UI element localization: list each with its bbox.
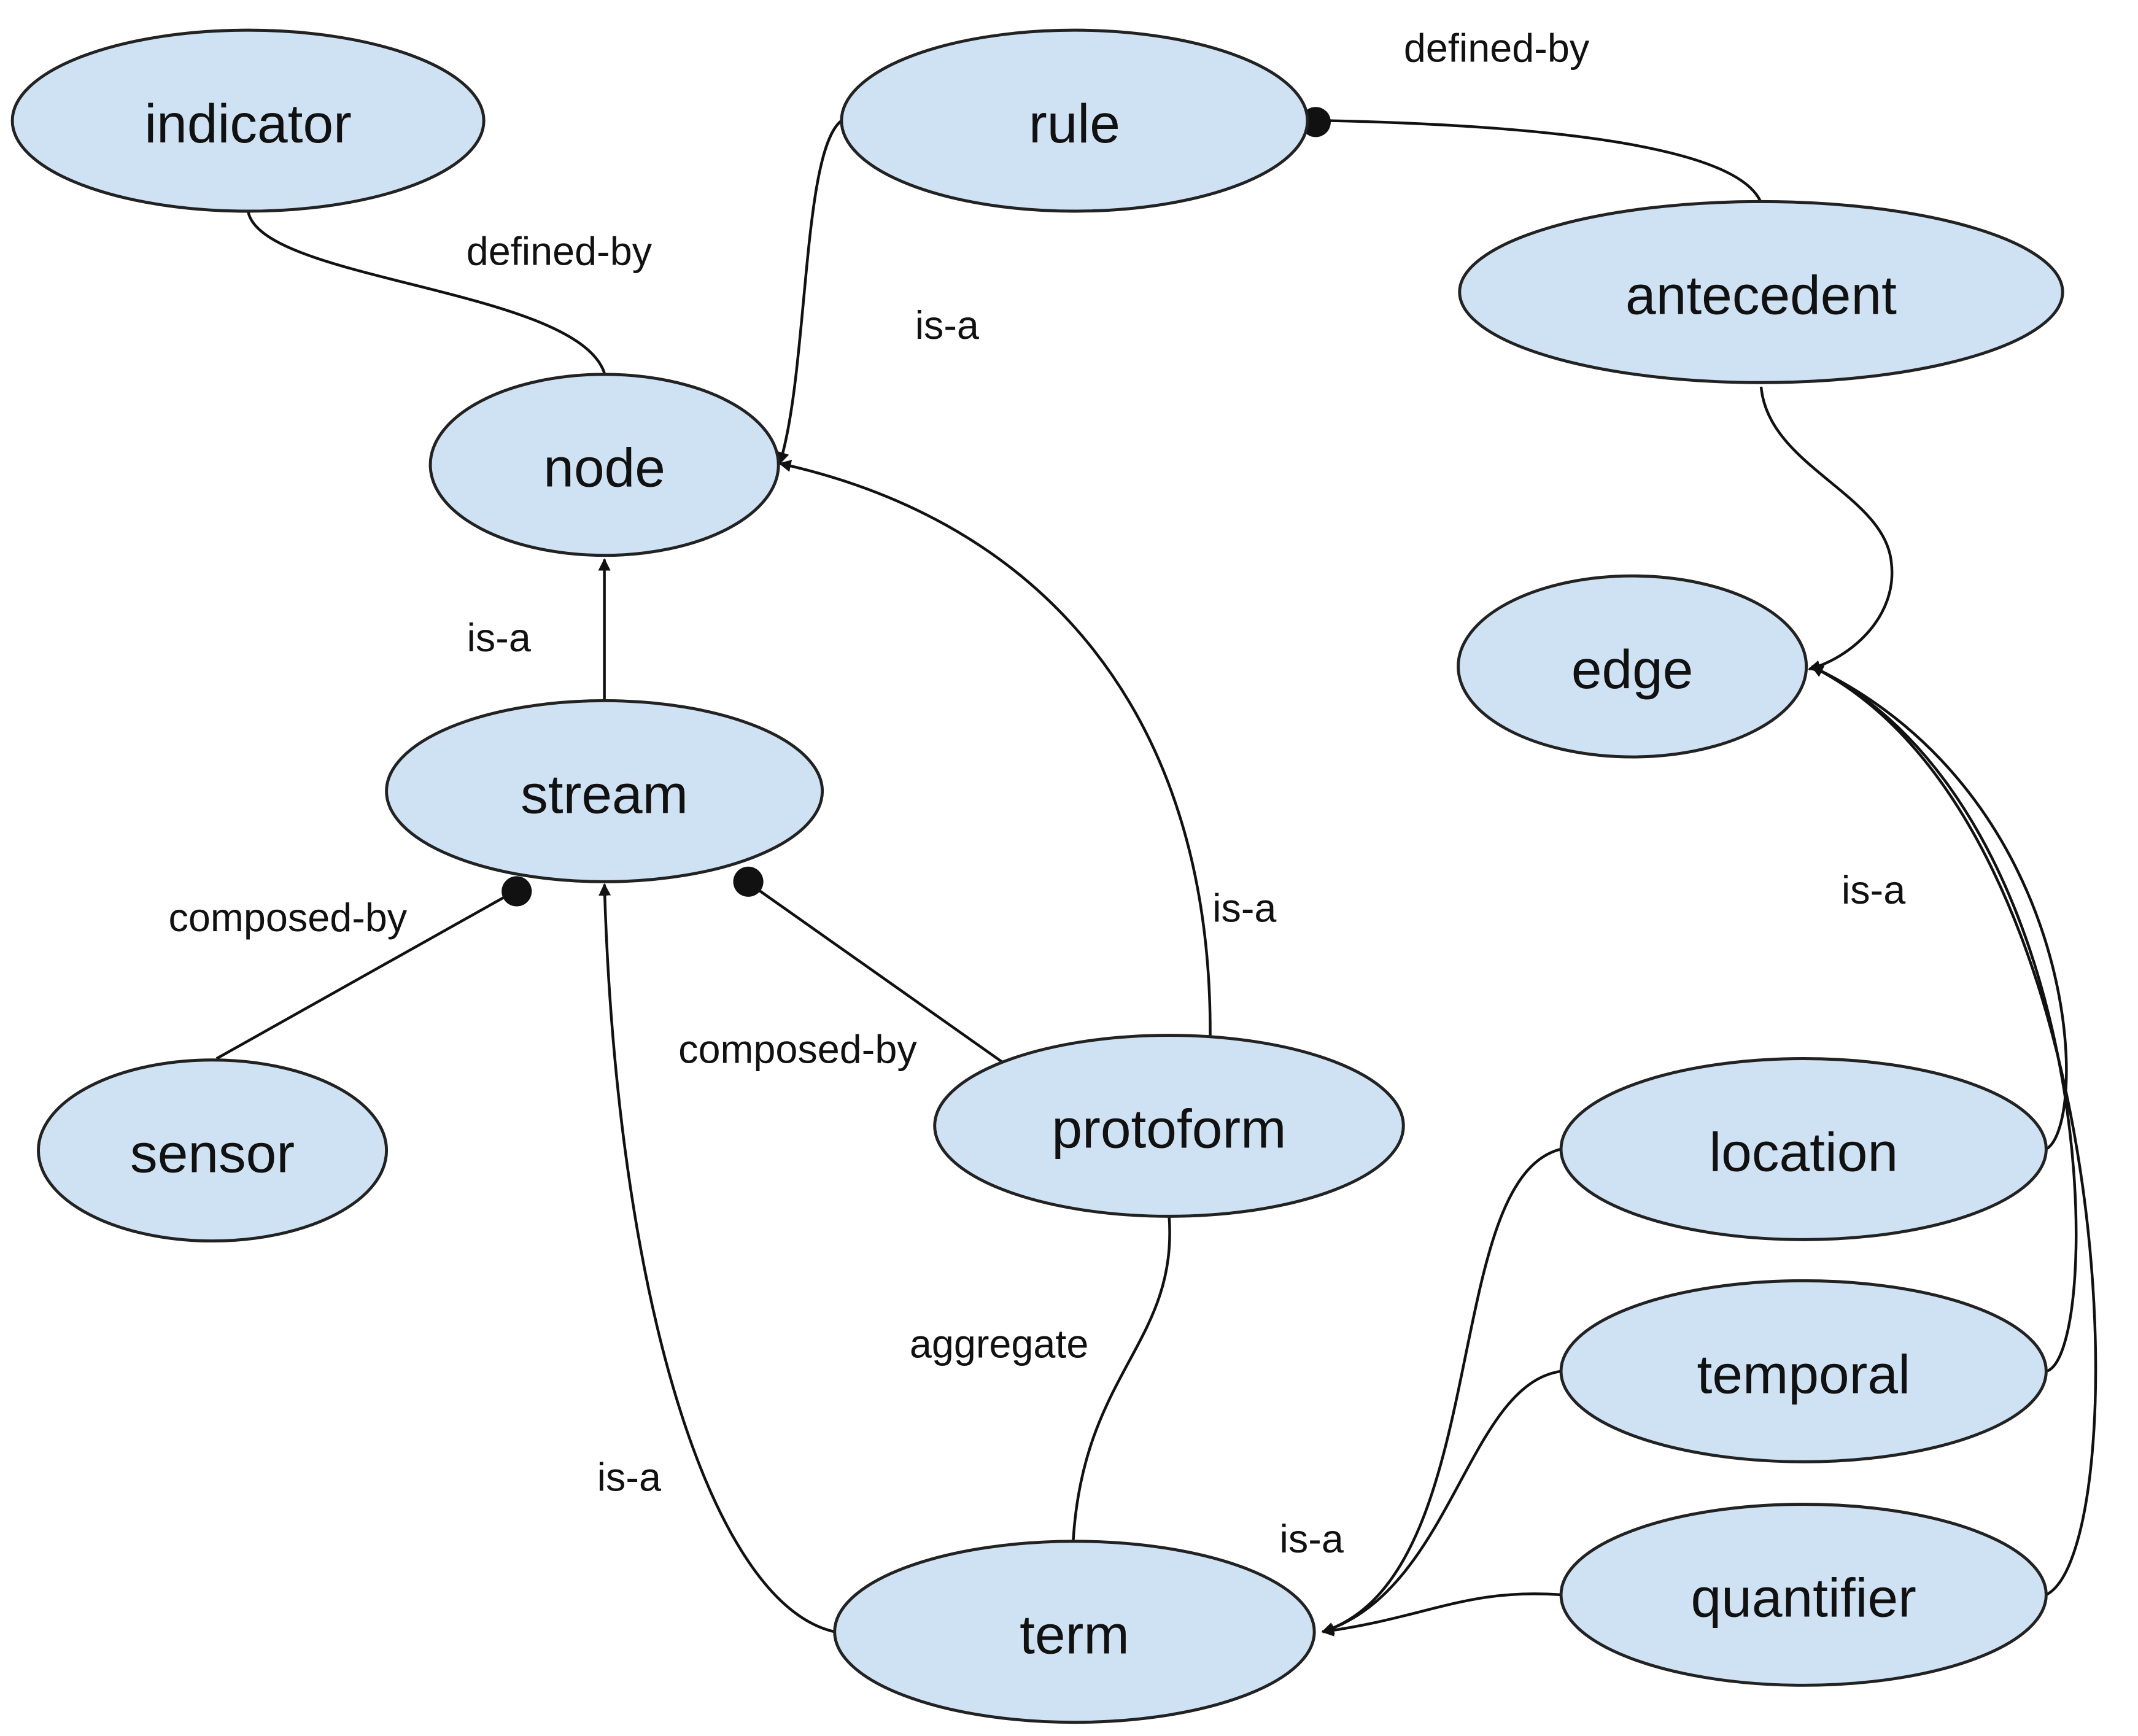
node-sensor[interactable]: sensor (37, 1058, 389, 1243)
rule-label: rule (1029, 93, 1120, 154)
sensor-label: sensor (130, 1123, 295, 1184)
node-temporal[interactable]: temporal (1559, 1279, 2048, 1463)
location-ellipse (1559, 1057, 2048, 1241)
term-label: term (1020, 1604, 1129, 1665)
node-quantifier[interactable]: quantifier (1559, 1503, 2048, 1687)
label-antecedent-rule: defined-by (1404, 26, 1590, 71)
edge-rule-node (777, 119, 843, 465)
label-protoform-stream: composed-by (678, 1026, 917, 1071)
antecedent-ellipse (1458, 200, 2064, 384)
node-ellipse (428, 373, 780, 557)
edge-quantifier-term (1321, 1592, 1562, 1637)
node-term[interactable]: term (833, 1540, 1316, 1724)
edge-label: edge (1571, 638, 1694, 700)
edges (215, 107, 2097, 1637)
label-protoform-term: aggregate (910, 1322, 1089, 1366)
edge-sensor-stream (215, 893, 511, 1060)
node-edge[interactable]: edge (1457, 574, 1808, 759)
node-protoform[interactable]: protoform (933, 1034, 1405, 1218)
temporal-ellipse (1559, 1279, 2048, 1463)
node-label: node (543, 437, 665, 498)
stream-label: stream (521, 763, 688, 824)
sensor-ellipse (37, 1058, 389, 1243)
edge-temporal-term (1321, 1370, 1562, 1635)
label-indicator-node: defined-by (467, 228, 653, 273)
edge-location-term (1321, 1147, 1562, 1635)
edge-protoform-node (778, 460, 1212, 1040)
label-protoform-node: is-a (1212, 885, 1277, 930)
edge-ellipse (1457, 574, 1808, 759)
rule-ellipse (840, 28, 1309, 213)
label-edge-group: is-a (1842, 867, 1906, 912)
nodes: indicator rule antecedent node edge stre… (10, 28, 2064, 1724)
label-rule-node: is-a (915, 303, 980, 347)
edge-labels: defined-by defined-by is-a is-a is-a is-… (169, 26, 1907, 1561)
quantifier-ellipse (1559, 1503, 2048, 1687)
protoform-label: protoform (1052, 1098, 1286, 1159)
node-antecedent[interactable]: antecedent (1458, 200, 2064, 384)
label-sensor-stream: composed-by (169, 895, 408, 940)
aggregation-dot-protoform (733, 866, 764, 897)
edge-protoform-term (1071, 1214, 1171, 1543)
location-label: location (1709, 1121, 1898, 1182)
aggregation-dot-sensor (502, 876, 532, 907)
edge-indicator-node (246, 211, 606, 374)
label-term-group: is-a (1280, 1516, 1344, 1561)
quantifier-label: quantifier (1691, 1567, 1916, 1628)
node-rule[interactable]: rule (840, 28, 1309, 213)
edge-protoform-stream (756, 887, 1004, 1064)
node-node[interactable]: node (428, 373, 780, 557)
stream-ellipse (385, 699, 824, 883)
edge-temporal-edge (1810, 665, 2078, 1373)
node-indicator[interactable]: indicator (10, 28, 486, 213)
edge-location-edge (1810, 665, 2068, 1150)
node-stream[interactable]: stream (385, 699, 824, 883)
label-stream-node: is-a (467, 615, 532, 660)
protoform-ellipse (933, 1034, 1405, 1218)
edge-quantifier-edge (1810, 665, 2097, 1596)
antecedent-label: antecedent (1625, 264, 1897, 325)
edge-antecedent-rule (1329, 119, 1763, 204)
temporal-label: temporal (1697, 1343, 1910, 1405)
term-ellipse (833, 1540, 1316, 1724)
edge-antecedent-edge (1759, 386, 1894, 673)
node-location[interactable]: location (1559, 1057, 2048, 1241)
label-term-stream: is-a (597, 1454, 662, 1499)
indicator-ellipse (10, 28, 486, 213)
indicator-label: indicator (144, 93, 352, 154)
edge-term-stream (598, 883, 835, 1633)
